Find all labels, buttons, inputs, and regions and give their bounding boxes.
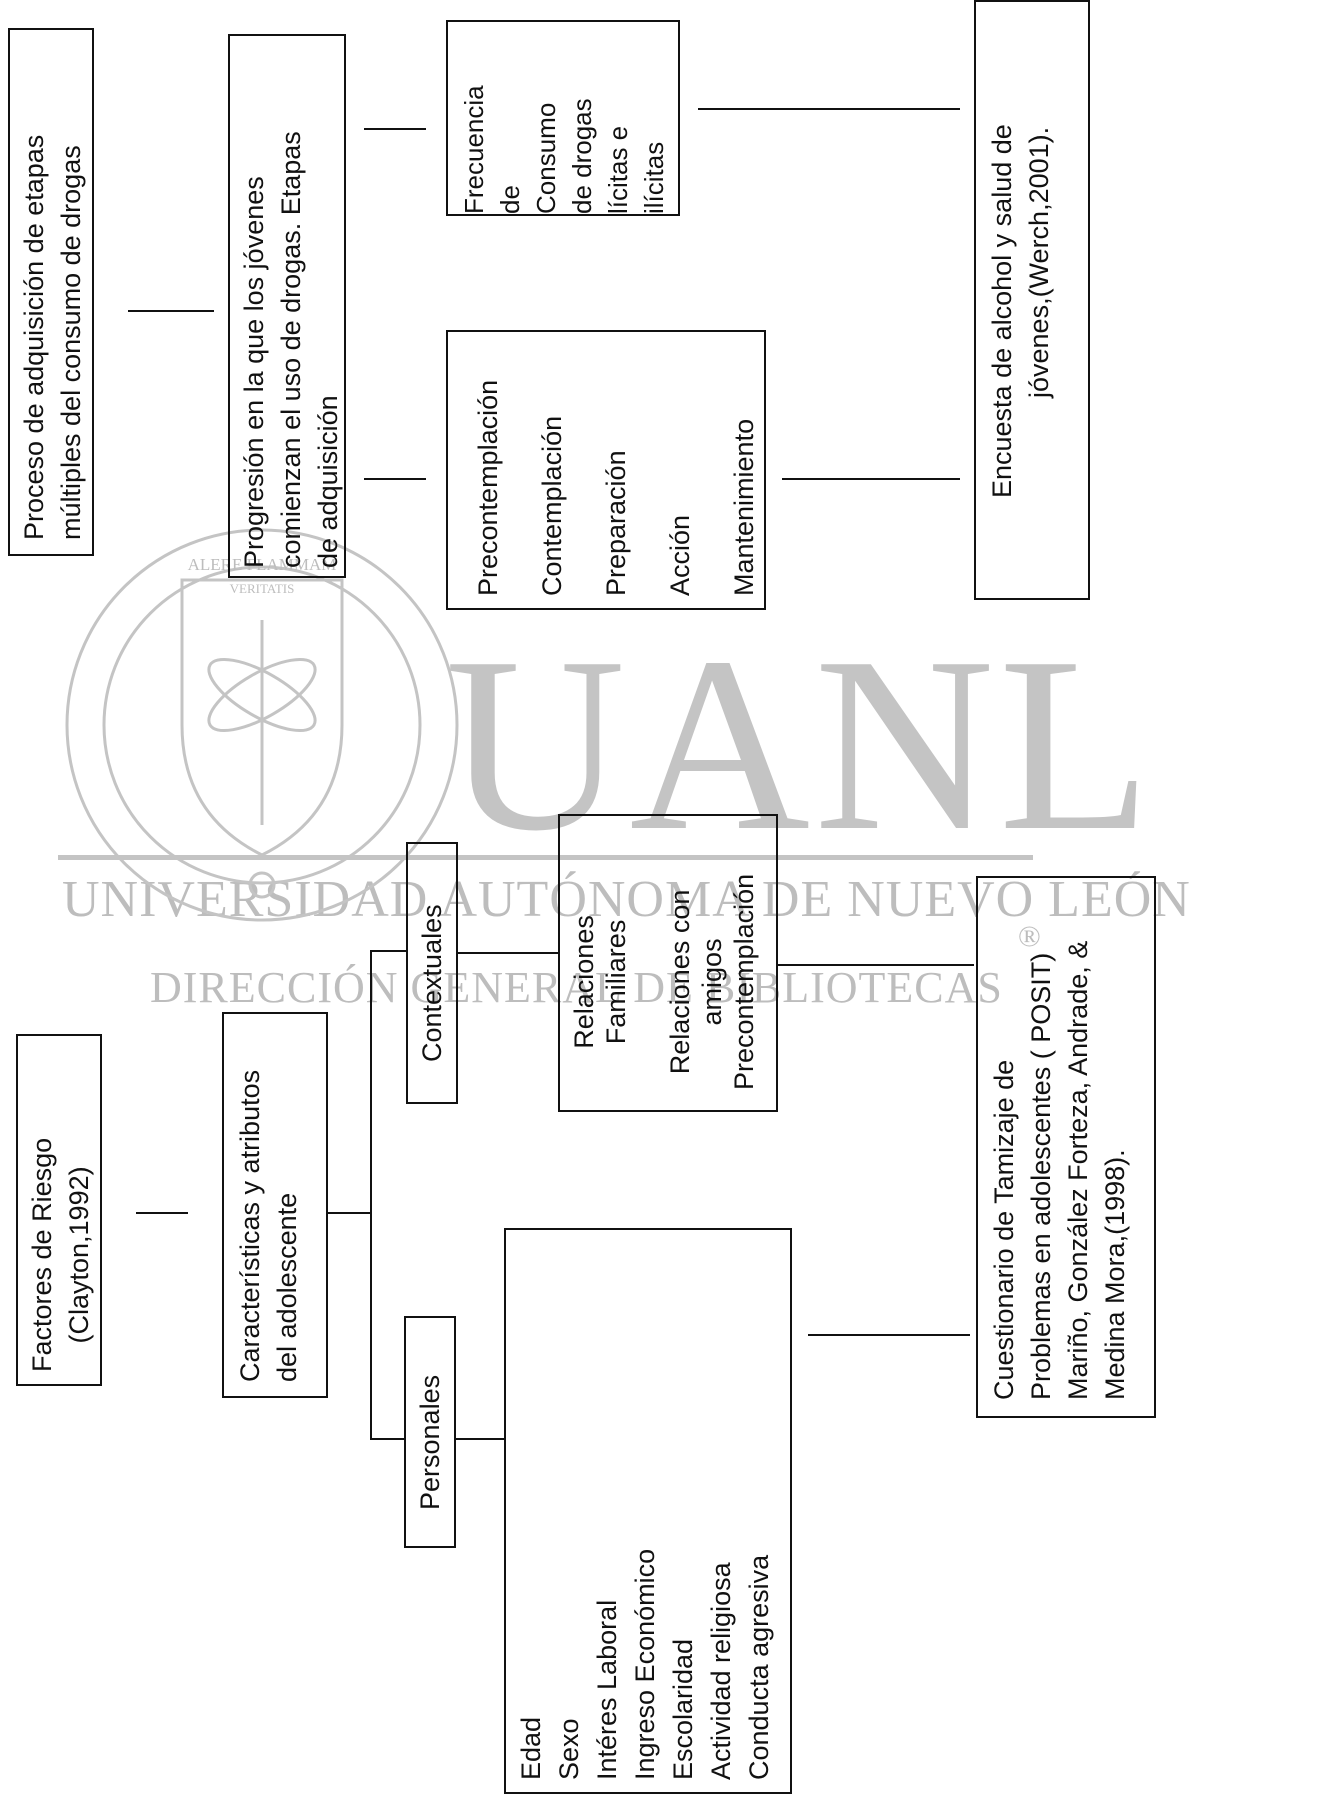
text-line: Familiares xyxy=(601,919,631,1045)
stage-item: Contemplación xyxy=(537,415,567,596)
connector-line xyxy=(364,478,426,480)
definition-text-progression: Progresión en la que los jóvenes comienz… xyxy=(236,131,347,568)
text-line: Intéres Laboral xyxy=(592,1599,622,1780)
frequency-box xyxy=(446,20,680,216)
contextual-label: Contextuales xyxy=(417,904,447,1062)
stage-item: Precontemplación xyxy=(473,379,503,596)
text-line: amigos xyxy=(697,938,727,1026)
seal-motto-line-1: ALERE FLAMMAM xyxy=(188,555,337,574)
text-line: (Clayton,1992) xyxy=(64,1166,94,1344)
definition-box-progression xyxy=(228,34,346,578)
instrument-box-survey xyxy=(974,0,1090,600)
characteristics-box xyxy=(222,1012,328,1398)
text-line: Progresión en la que los jóvenes xyxy=(239,176,269,568)
text-line: Actividad religiosa xyxy=(706,1562,736,1780)
watermark-uanl-letters: UANL xyxy=(445,606,1156,883)
text-line: Escolaridad xyxy=(668,1638,698,1780)
personal-label: Personales xyxy=(415,1374,445,1510)
text-line: Características y atributos xyxy=(235,1069,265,1382)
text-line: Relaciones xyxy=(569,915,599,1049)
text-line: Medina Mora,(1998). xyxy=(1100,1149,1130,1400)
frequency-text: Frecuencia de Consumo de drogas lícitas … xyxy=(456,85,672,214)
text-line: del adolescente xyxy=(272,1192,302,1382)
stage-item: Mantenimiento xyxy=(729,418,759,596)
personal-factors-box xyxy=(504,1228,792,1794)
watermark-rule xyxy=(58,855,1033,860)
university-seal-watermark: ALERE FLAMMAM VERITATIS xyxy=(65,528,459,922)
personal-factors-text: Edad Sexo Intéres Laboral Ingreso Económ… xyxy=(512,1549,778,1780)
text-line: Consumo xyxy=(531,102,561,214)
text-line: Mariño, González Forteza, Andrade, & xyxy=(1063,940,1093,1400)
connector-line xyxy=(698,108,960,110)
instrument-text-survey: Encuesta de alcohol y salud de jóvenes,(… xyxy=(984,124,1058,498)
text-line: ilícitas xyxy=(639,141,669,214)
contextual-label-box xyxy=(406,842,458,1104)
text-line: múltiples del consumo de drogas xyxy=(56,145,86,540)
connector-line xyxy=(808,1334,970,1336)
connector-line xyxy=(458,952,558,954)
concept-box-risk-factors xyxy=(16,1034,102,1386)
stages-box xyxy=(446,330,766,610)
text-line: Factores de Riesgo xyxy=(27,1137,57,1372)
text-line: Ingreso Económico xyxy=(630,1548,660,1780)
connector-line xyxy=(782,478,960,480)
text-line: Problemas en adolescentes ( POSIT) xyxy=(1026,952,1056,1400)
text-line: Cuestionario de Tamizaje de xyxy=(989,1059,1019,1400)
connector-line xyxy=(328,1212,370,1214)
concept-text-acquisition-process: Proceso de adquisición de etapas múltipl… xyxy=(16,135,90,540)
text-line: lícitas e xyxy=(603,125,633,214)
stage-item: Preparación xyxy=(601,450,631,596)
text-line: Sexo xyxy=(554,1718,584,1780)
text-line: Conducta agresiva xyxy=(744,1554,774,1780)
watermark-library-name: DIRECCIÓN GENERAL DE BIBLIOTECAS xyxy=(150,963,1003,1012)
text-line: Encuesta de alcohol y salud de xyxy=(987,124,1017,498)
connector-line xyxy=(370,1438,404,1440)
personal-label-box xyxy=(404,1316,456,1548)
connector-line xyxy=(456,1438,504,1440)
text-line: Edad xyxy=(516,1716,546,1780)
text-line: Relaciones con xyxy=(665,889,695,1075)
connector-line xyxy=(364,128,426,130)
connector-line xyxy=(778,964,974,966)
watermark-registered-mark: ® xyxy=(1018,920,1041,953)
text-line: jóvenes,(Werch,2001). xyxy=(1024,126,1054,398)
concept-text-risk-factors: Factores de Riesgo (Clayton,1992) xyxy=(24,1138,98,1372)
tree-trunk-line xyxy=(370,950,372,1440)
text-line: comienzan el uso de drogas. Etapas xyxy=(276,131,306,568)
contextual-factors-text: Relaciones Familiares Relaciones con ami… xyxy=(568,874,760,1090)
seal-motto-line-2: VERITATIS xyxy=(230,581,295,596)
connector-line xyxy=(370,950,406,952)
stage-item: Acción xyxy=(665,514,695,596)
text-line: Proceso de adquisición de etapas xyxy=(19,134,49,540)
text-line: de adquisición xyxy=(313,395,343,568)
text-line: Precontemplación xyxy=(729,873,759,1090)
contextual-factors-box xyxy=(558,814,778,1112)
characteristics-text: Características y atributos del adolesce… xyxy=(232,1070,306,1382)
instrument-text-questionnaire: Cuestionario de Tamizaje de Problemas en… xyxy=(986,941,1134,1400)
connector-line xyxy=(136,1212,188,1214)
instrument-box-questionnaire xyxy=(976,876,1156,1418)
connector-line xyxy=(128,310,214,312)
concept-box-acquisition-process xyxy=(8,28,94,556)
text-line: de drogas xyxy=(567,98,597,214)
stages-text: Precontemplación Contemplación Preparaci… xyxy=(456,380,776,596)
text-line: Frecuencia xyxy=(459,85,489,214)
text-line: de xyxy=(495,185,525,214)
